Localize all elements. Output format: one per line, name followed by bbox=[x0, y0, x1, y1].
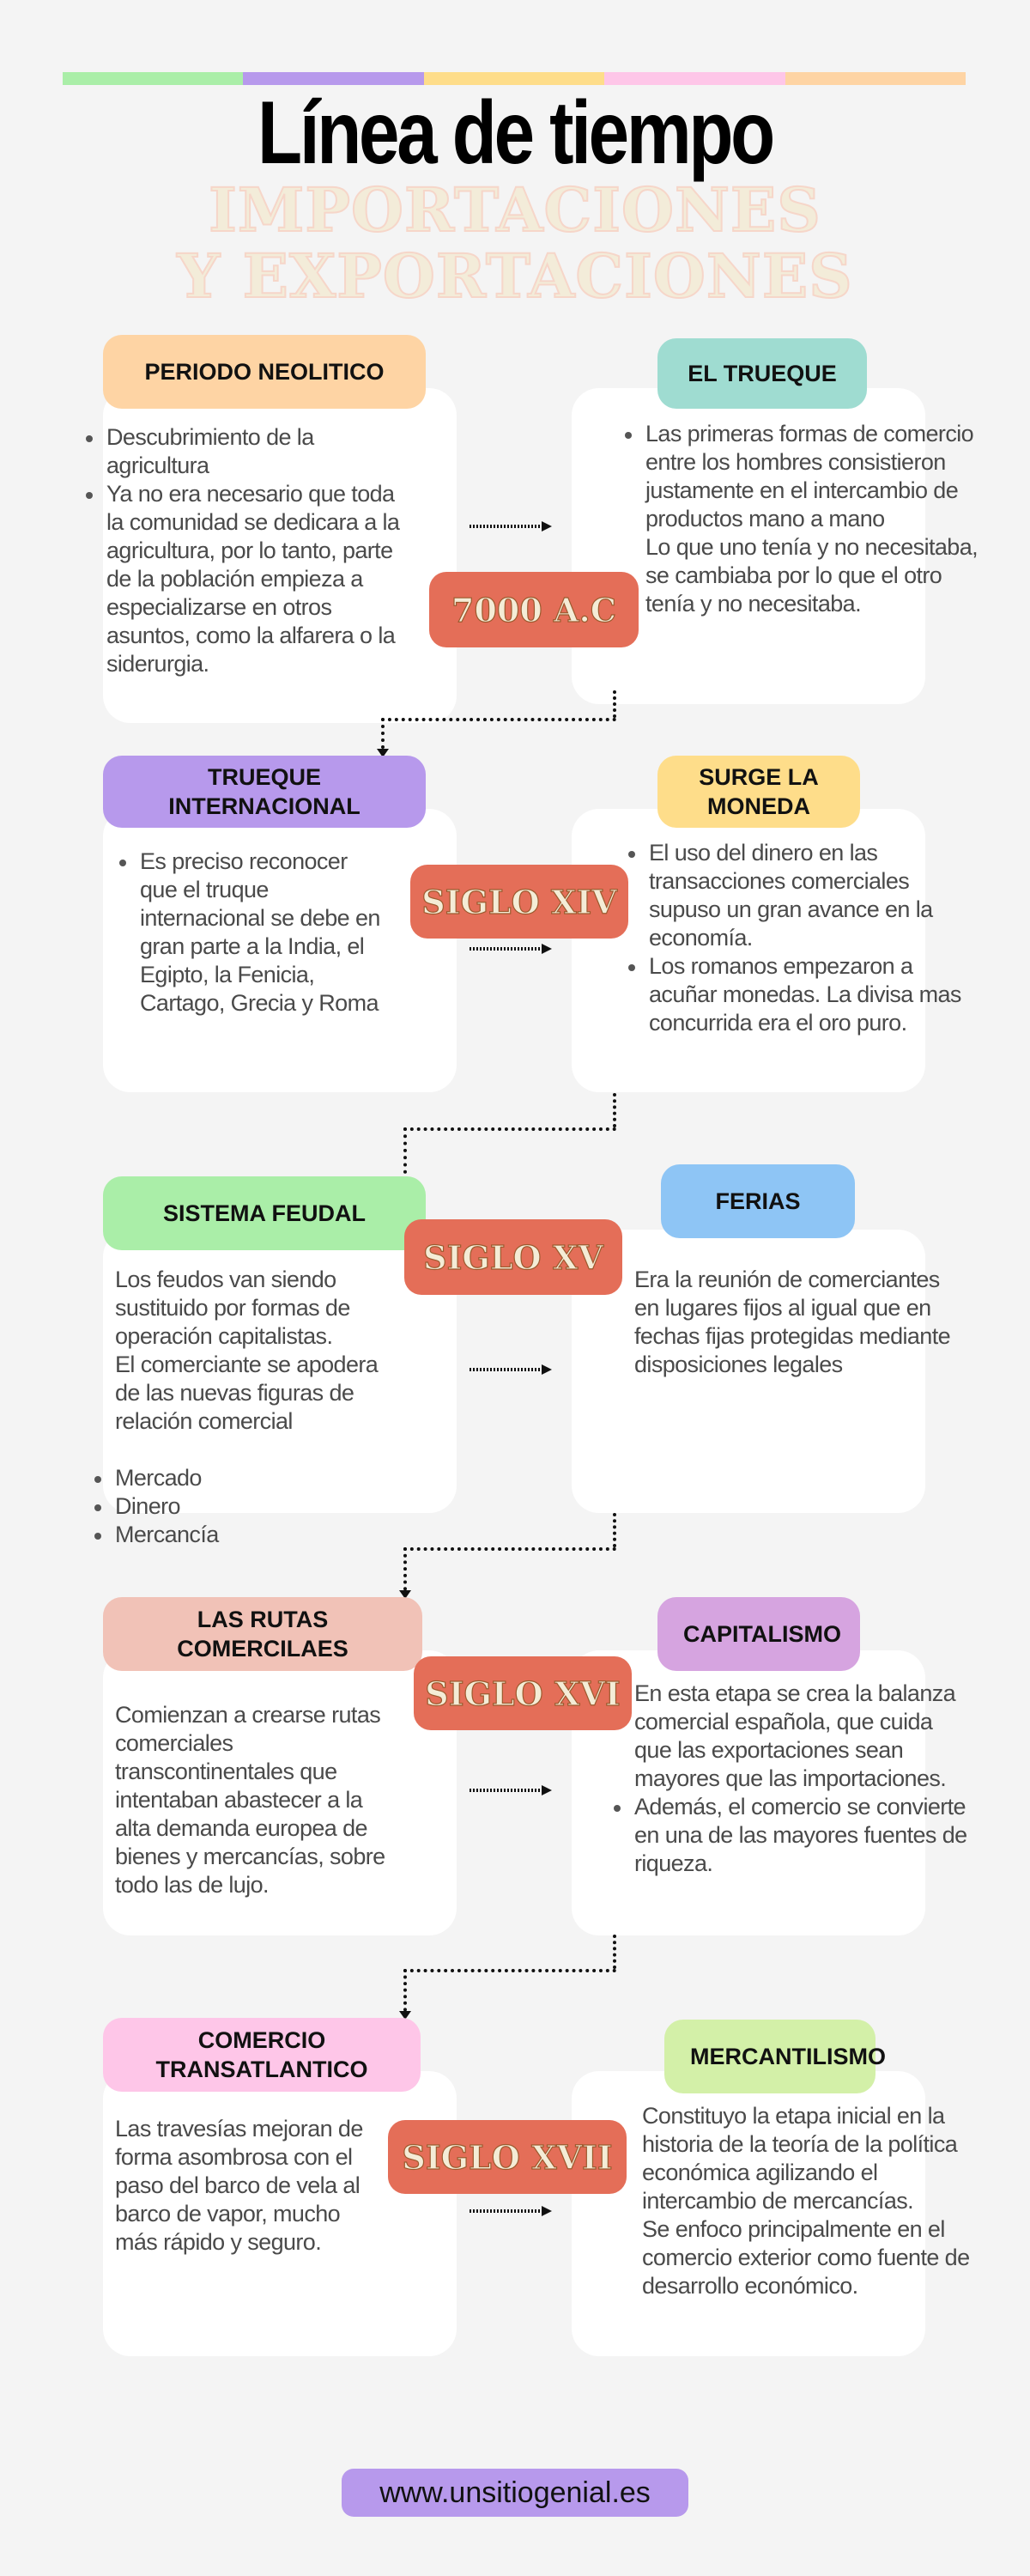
bullet-item: Además, el comercio se convierte en una … bbox=[614, 1793, 969, 1878]
right-card-title: SURGE LA MONEDA bbox=[657, 756, 860, 828]
era-badge: SIGLO XVII bbox=[388, 2120, 627, 2194]
left-card-title: PERIODO NEOLITICO bbox=[103, 335, 426, 409]
dotted-arrow-icon bbox=[470, 1784, 552, 1796]
paragraph: En esta etapa se crea la balanza comerci… bbox=[634, 1680, 956, 1791]
era-badge: 7000 A.C bbox=[429, 572, 639, 647]
left-card-text: Comienzan a crearse rutas comerciales tr… bbox=[115, 1701, 403, 1899]
right-card-text: En esta etapa se crea la balanza comerci… bbox=[614, 1680, 969, 1878]
paragraph: Se enfoco principalmente en el comercio … bbox=[642, 2216, 970, 2299]
right-card-text: El uso del dinero en las transacciones c… bbox=[628, 839, 966, 1037]
bullet-item: Dinero bbox=[94, 1492, 394, 1521]
bullet-item: Los romanos empezaron a acuñar monedas. … bbox=[628, 952, 966, 1037]
website-link[interactable]: www.unsitiogenial.es bbox=[342, 2469, 688, 2517]
right-card bbox=[572, 388, 925, 704]
bullet-item: Mercancía bbox=[94, 1521, 394, 1549]
left-card-title: TRUEQUE INTERNACIONAL bbox=[103, 756, 426, 828]
color-segment bbox=[63, 72, 244, 85]
bullet-item: Es preciso reconocer que el truque inter… bbox=[119, 848, 389, 1018]
right-card-title: MERCANTILISMO bbox=[664, 2020, 886, 2093]
connector-horizontal bbox=[403, 1127, 616, 1131]
connector-horizontal bbox=[403, 1547, 616, 1551]
era-badge: SIGLO XIV bbox=[410, 865, 628, 939]
color-bar bbox=[63, 72, 966, 85]
connector-horizontal bbox=[403, 1969, 616, 1972]
paragraph: Comienzan a crearse rutas comerciales tr… bbox=[115, 1702, 385, 1898]
right-card-title: EL TRUEQUE bbox=[657, 338, 867, 409]
left-card-text: Las travesías mejoran de forma asombrosa… bbox=[115, 2115, 377, 2257]
left-card-title: COMERCIO TRANSATLANTICO bbox=[103, 2018, 421, 2092]
color-segment bbox=[243, 72, 424, 85]
subtitle-line-1: IMPORTACIONES bbox=[208, 174, 821, 246]
paragraph: Constituyo la etapa inicial en la histor… bbox=[642, 2103, 958, 2214]
title-text: EL TRUEQUE bbox=[688, 361, 837, 386]
right-card-text: Las primeras formas de comercio entre lo… bbox=[625, 420, 989, 618]
paragraph: Lo que uno tenía y no necesitaba, se cam… bbox=[645, 534, 978, 617]
connector-horizontal bbox=[381, 718, 616, 721]
title-text: LAS RUTAS COMERCILAES bbox=[177, 1607, 348, 1662]
connector-vertical-start bbox=[613, 690, 616, 718]
left-card bbox=[103, 1650, 457, 1935]
connector-vertical-end bbox=[403, 1127, 407, 1202]
page-title: Línea de tiempo bbox=[258, 83, 775, 183]
title-text: FERIAS bbox=[715, 1188, 801, 1214]
paragraph: El comerciante se apodera de las nuevas … bbox=[115, 1352, 379, 1434]
bullet-item: Descubrimiento de la agricultura bbox=[86, 423, 417, 480]
bullet-list: Las primeras formas de comercio entre lo… bbox=[625, 420, 989, 533]
left-card-text: Los feudos van siendo sustituido por for… bbox=[94, 1266, 394, 1549]
bullet-item: Mercado bbox=[94, 1464, 394, 1492]
left-card bbox=[103, 388, 457, 723]
subtitle-line-2: Y EXPORTACIONES bbox=[176, 240, 853, 312]
dotted-arrow-icon bbox=[470, 2205, 552, 2217]
right-card-title: CAPITALISMO bbox=[657, 1597, 860, 1671]
connector-vertical-start bbox=[613, 1935, 616, 1969]
left-card-text: Es preciso reconocer que el truque inter… bbox=[119, 848, 389, 1018]
left-card bbox=[103, 1230, 457, 1513]
bullet-item: Ya no era necesario que toda la comunida… bbox=[86, 480, 417, 678]
title-text: CAPITALISMO bbox=[683, 1621, 841, 1647]
paragraph: Era la reunión de comerciantes en lugare… bbox=[634, 1267, 951, 1377]
paragraph: Las travesías mejoran de forma asombrosa… bbox=[115, 2116, 363, 2255]
bullet-list: El uso del dinero en las transacciones c… bbox=[628, 839, 966, 1037]
title-text: SURGE LA MONEDA bbox=[699, 764, 819, 819]
left-card-title: LAS RUTAS COMERCILAES bbox=[103, 1597, 422, 1671]
connector-vertical-end bbox=[381, 718, 385, 756]
connector-vertical-start bbox=[613, 1093, 616, 1127]
right-card bbox=[572, 1230, 925, 1513]
right-card-text: Constituyo la etapa inicial en la histor… bbox=[642, 2102, 978, 2300]
bullet-item: El uso del dinero en las transacciones c… bbox=[628, 839, 966, 952]
dotted-arrow-icon bbox=[470, 1364, 552, 1376]
color-segment bbox=[604, 72, 785, 85]
connector-arrowhead-icon bbox=[377, 749, 389, 757]
title-text: COMERCIO TRANSATLANTICO bbox=[155, 2027, 368, 2082]
connector-vertical-end bbox=[403, 1547, 407, 1597]
spacer bbox=[115, 1436, 394, 1464]
dotted-arrow-icon bbox=[470, 520, 552, 532]
connector-arrowhead-icon bbox=[399, 1590, 411, 1599]
era-badge: SIGLO XVI bbox=[414, 1656, 632, 1730]
left-card bbox=[103, 809, 457, 1092]
bullet-list: Además, el comercio se convierte en una … bbox=[614, 1793, 969, 1878]
color-segment bbox=[785, 72, 966, 85]
dotted-arrow-icon bbox=[470, 943, 552, 955]
connector-vertical-start bbox=[613, 1513, 616, 1547]
title-text: MERCANTILISMO bbox=[690, 2044, 886, 2069]
connector-arrowhead-icon bbox=[399, 2011, 411, 2020]
left-card bbox=[103, 2071, 457, 2356]
right-card bbox=[572, 2071, 925, 2356]
color-segment bbox=[423, 72, 605, 85]
title-text: PERIODO NEOLITICO bbox=[144, 359, 385, 385]
bullet-item: Las primeras formas de comercio entre lo… bbox=[625, 420, 989, 533]
bullet-list: Es preciso reconocer que el truque inter… bbox=[119, 848, 389, 1018]
title-text: SISTEMA FEUDAL bbox=[163, 1200, 366, 1226]
title-text: TRUEQUE INTERNACIONAL bbox=[168, 764, 360, 819]
right-card-text: Era la reunión de comerciantes en lugare… bbox=[634, 1266, 952, 1379]
paragraph: Los feudos van siendo sustituido por for… bbox=[115, 1267, 350, 1349]
left-card-title: SISTEMA FEUDAL bbox=[103, 1176, 426, 1250]
right-card-title: FERIAS bbox=[661, 1164, 855, 1238]
era-badge: SIGLO XV bbox=[404, 1219, 622, 1295]
connector-vertical-end bbox=[403, 1969, 407, 2018]
